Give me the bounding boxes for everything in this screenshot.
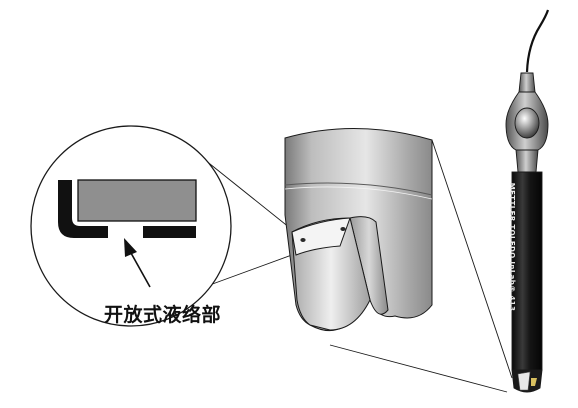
junction-caption: 开放式液络部: [104, 304, 222, 326]
junction-gray-body: [77, 179, 197, 222]
junction-black-shell: [58, 180, 108, 238]
connector-circle-lower: [206, 251, 301, 287]
junction-arrow-shaft: [130, 252, 151, 288]
magnified-junction-view: [30, 125, 232, 327]
probe-strain-relief: [518, 72, 536, 93]
junction-arrow-head: [124, 238, 137, 257]
cap-groove: [284, 182, 433, 196]
probe-tip-mark: [531, 378, 537, 386]
connector-cap-lower: [329, 344, 508, 393]
probe-tip-slot: [517, 371, 531, 391]
cap-groove-light: [284, 186, 433, 200]
probe-label: METTLER TOLEDO InLab® 413: [508, 182, 516, 312]
cap-inner-wall: [349, 216, 389, 315]
cap-hole-left: [300, 238, 306, 242]
probe-collar: [515, 149, 539, 173]
junction-black-shell-right: [143, 226, 196, 238]
cap-slot-face: [291, 217, 351, 256]
connector-cap-upper: [431, 139, 513, 379]
magnifier-circle: [30, 125, 232, 327]
probe-shaft: [511, 171, 543, 371]
probe-head-bulb: [514, 107, 540, 139]
probe-cable: [525, 9, 550, 73]
cap-hole-right: [340, 227, 346, 231]
sensor-cap: [284, 127, 433, 332]
electrode-probe: [505, 9, 550, 393]
